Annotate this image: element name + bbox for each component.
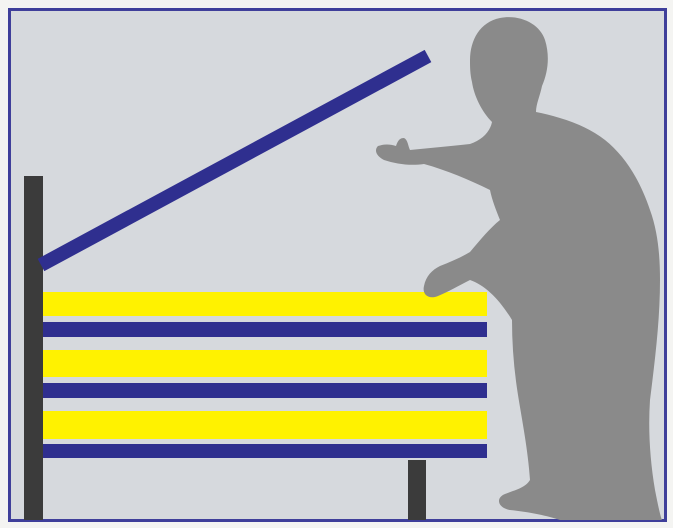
right-post xyxy=(408,460,426,520)
blue-bar xyxy=(43,322,487,337)
blue-bar xyxy=(43,383,487,398)
yellow-bar xyxy=(43,411,487,439)
horizontal-bars xyxy=(43,292,487,458)
yellow-bar xyxy=(43,350,487,377)
left-post xyxy=(24,176,43,520)
yellow-bar xyxy=(43,292,487,316)
blue-bar xyxy=(43,444,487,458)
lifting-arm-bar xyxy=(41,56,428,265)
